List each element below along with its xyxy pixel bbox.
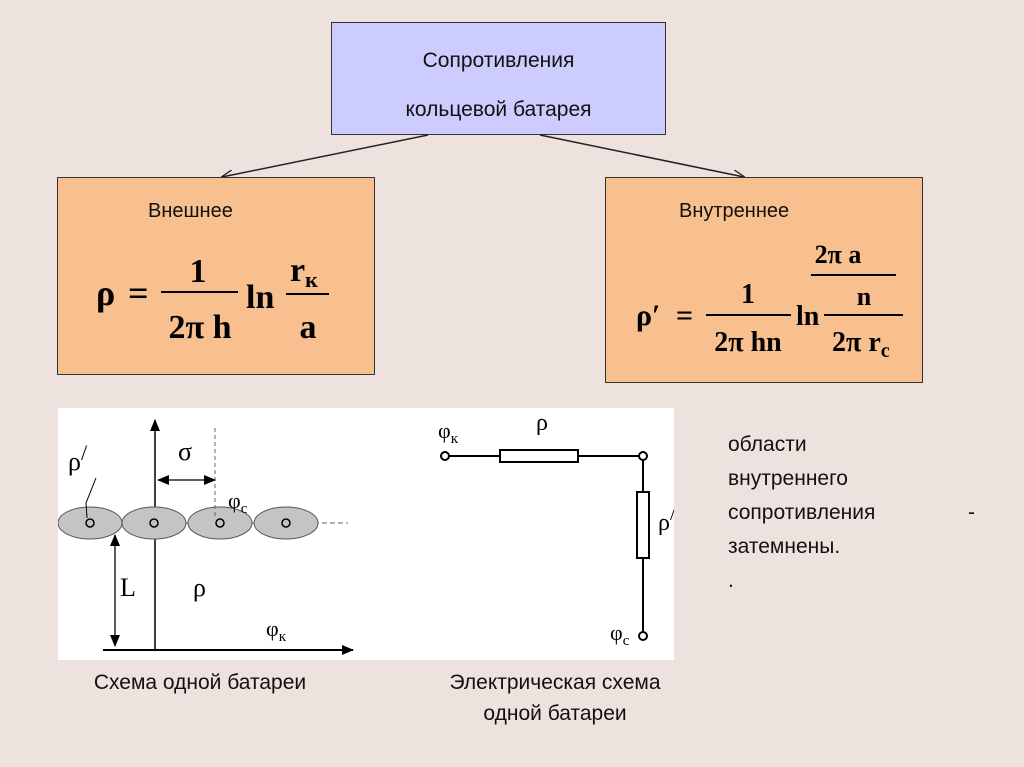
caption-electric-line-2: одной батареи: [483, 702, 627, 725]
note-line-2: внутреннего: [728, 467, 848, 490]
internal-title: Внутреннее: [679, 200, 790, 222]
rho-prime-symbol: ρ′: [636, 299, 661, 332]
phi-c-label: φc: [228, 488, 248, 517]
node-phi-c: [638, 631, 648, 641]
note-line-3: сопротивления -: [728, 496, 988, 530]
rho-label: ρ: [193, 573, 206, 602]
resistance-header-box: Сопротивления кольцевой батарея: [331, 22, 666, 135]
rho-symbol: ρ: [96, 273, 115, 313]
well-2: [149, 518, 159, 528]
note-dash: -: [968, 501, 975, 524]
well-zone-2: [121, 506, 187, 540]
L-label: L: [120, 573, 136, 602]
resistor-rho-prime: [636, 491, 650, 559]
ratio-numerator: rк: [290, 252, 318, 292]
rho-prime-resistor-label: ρ/: [658, 503, 674, 536]
phi-k-node-label: φк: [438, 418, 459, 447]
internal-resistance-box: Внутреннее 2π a ρ′ = 1 2π hn ln n 2π rc: [605, 177, 923, 383]
phi-c-node-label: φc: [610, 620, 630, 649]
well-1: [85, 518, 95, 528]
battery-scheme: ρ/ σ φc L ρ φк: [57, 419, 354, 655]
equals-sign-2: =: [676, 299, 693, 332]
well-zone-1: [57, 506, 123, 540]
internal-formula: 2π a ρ′ = 1 2π hn ln n 2π rc: [636, 240, 903, 362]
node-phi-k: [440, 451, 450, 461]
resistor-rho: [499, 449, 579, 463]
ln-symbol-2: ln: [796, 301, 820, 332]
schematic-panel: ρ/ σ φc L ρ φк φк ρ ρ/ φc: [57, 408, 676, 660]
fraction-numerator: 1: [190, 253, 207, 290]
note-line-1: области: [728, 433, 807, 456]
outer-denominator: 2π rc: [832, 327, 890, 362]
sigma-label: σ: [178, 437, 192, 466]
note-line-4: затемнены.: [728, 535, 841, 558]
schematic-drawing: ρ/ σ φc L ρ φк φк ρ ρ/ φc: [57, 410, 676, 655]
well-zone-3: [187, 506, 253, 540]
well-3: [215, 518, 225, 528]
inner-numerator: 1: [741, 279, 755, 310]
outer-numerator-n: n: [857, 282, 872, 311]
note-line-3-text: сопротивления: [728, 501, 876, 524]
header-line-1: Сопротивления: [422, 49, 575, 72]
note-line-5: .: [728, 569, 734, 592]
ratio-denominator: a: [300, 309, 317, 346]
electric-scheme: φк ρ ρ/ φc: [438, 410, 676, 649]
well-4: [281, 518, 291, 528]
well-zone-4: [253, 506, 319, 540]
header-line-2: кольцевой батарея: [405, 98, 592, 121]
arrow-to-internal: [539, 134, 744, 177]
caption-electric-line-1: Электрическая схема: [449, 671, 661, 694]
fraction-denominator: 2π h: [168, 309, 231, 346]
caption-battery-scheme: Схема одной батареи: [93, 671, 307, 694]
arrow-to-external: [222, 134, 429, 177]
ln-symbol: ln: [246, 279, 274, 316]
rho-prime-label: ρ/: [68, 440, 88, 476]
phi-k-label: φк: [266, 616, 287, 645]
outer-numerator: 2π a: [815, 240, 862, 269]
external-title: Внешнее: [148, 200, 233, 222]
external-formula: ρ = 1 2π h ln rк a: [96, 252, 329, 346]
rho-prime-leader: [85, 477, 97, 519]
node-corner: [638, 451, 648, 461]
inner-denominator: 2π hn: [714, 327, 782, 358]
caption-electric-scheme: Электрическая схема одной батареи: [395, 667, 715, 729]
shading-note: области внутреннего сопротивления - зате…: [728, 428, 988, 598]
rho-resistor-label: ρ: [536, 410, 548, 436]
equals-sign: =: [128, 273, 149, 313]
external-resistance-box: Внешнее ρ = 1 2π h ln rк a: [57, 177, 375, 375]
